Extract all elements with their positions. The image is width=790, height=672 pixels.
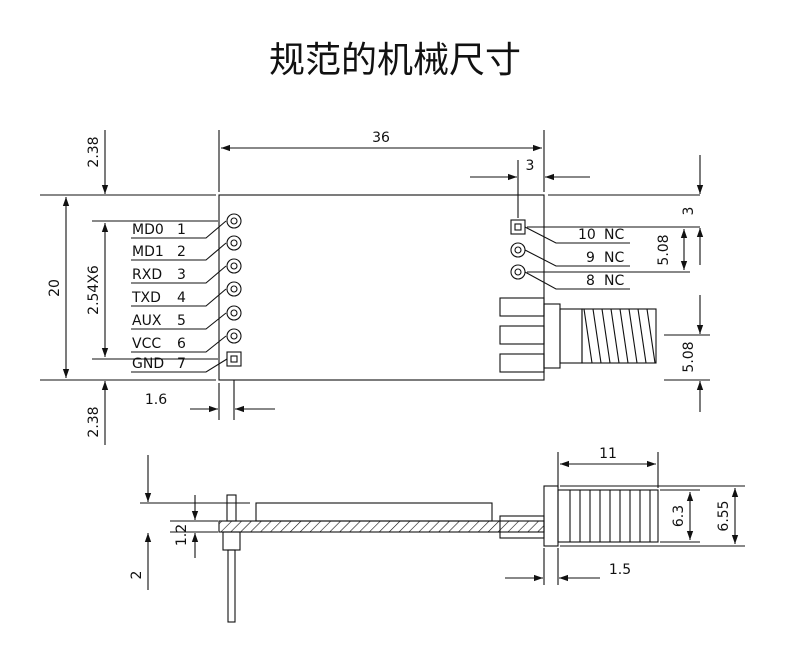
sma-connector-top xyxy=(543,303,657,369)
pin-number: 6 xyxy=(177,336,186,352)
pin-number: 4 xyxy=(177,290,186,306)
side-dimension-arrows xyxy=(560,460,739,544)
left-pin-labels: MD0 1 MD1 2 RXD 3 TXD 4 AUX 5 VCC 6 GND … xyxy=(131,222,186,372)
page-title: 规范的机械尺寸 xyxy=(269,40,521,81)
dim-antenna-pitch: 5.08 xyxy=(681,341,697,372)
dim-top-margin: 2.38 xyxy=(86,136,102,167)
side-dimension-arrows-outside xyxy=(144,455,600,590)
rf-pads xyxy=(499,297,545,373)
pin-leaders xyxy=(131,220,630,373)
pin-name: TXD xyxy=(131,290,161,306)
pin-number: 2 xyxy=(177,244,186,260)
dim-antenna-length: 11 xyxy=(599,446,617,462)
pin-name: MD1 xyxy=(132,244,164,260)
module-outline xyxy=(218,194,545,381)
dim-pcb-thickness: 1.2 xyxy=(174,524,190,546)
side-view xyxy=(218,485,659,623)
dim-right-top: 3 xyxy=(681,207,697,216)
left-pads xyxy=(226,213,242,367)
dim-pin-length: 2 xyxy=(129,571,145,580)
dim-right-pitch: 5.08 xyxy=(656,234,672,265)
pin-name: VCC xyxy=(132,336,161,352)
dim-pitch: 2.54X6 xyxy=(86,265,102,315)
dimension-arrows xyxy=(62,144,688,378)
pin-name: NC xyxy=(604,227,624,243)
dim-bottom-margin: 2.38 xyxy=(86,406,102,437)
dim-antenna-d2: 6.55 xyxy=(716,500,732,531)
pin-name: RXD xyxy=(132,267,162,283)
extension-lines xyxy=(40,130,710,420)
side-extension-lines xyxy=(140,452,745,585)
pin-number: 8 xyxy=(586,273,595,289)
dim-antenna-d1: 6.3 xyxy=(671,505,687,527)
pin-number: 1 xyxy=(177,222,186,238)
pin-number: 5 xyxy=(177,313,186,329)
dimension-arrows-outside xyxy=(101,130,704,445)
pin-number: 3 xyxy=(177,267,186,283)
dim-right-offset: 3 xyxy=(526,158,535,174)
right-pin-labels: 10 NC 9 NC 8 NC xyxy=(578,227,624,289)
dim-width: 36 xyxy=(372,130,390,146)
pin-number: 9 xyxy=(586,250,595,266)
pin-name: AUX xyxy=(132,313,162,329)
dim-left-offset: 1.6 xyxy=(145,392,167,408)
pin-name: NC xyxy=(604,273,624,289)
dimension-values: 36 3 1.6 20 2.54X6 2.38 2.38 3 5.08 5.08… xyxy=(47,130,732,579)
pin-name: GND xyxy=(132,356,164,372)
pin-number: 7 xyxy=(177,356,186,372)
pin-number: 10 xyxy=(578,227,596,243)
right-pads xyxy=(510,219,526,280)
pin-name: MD0 xyxy=(132,222,164,238)
dim-height: 20 xyxy=(47,279,63,297)
pin-name: NC xyxy=(604,250,624,266)
dim-flange: 1.5 xyxy=(609,562,631,578)
